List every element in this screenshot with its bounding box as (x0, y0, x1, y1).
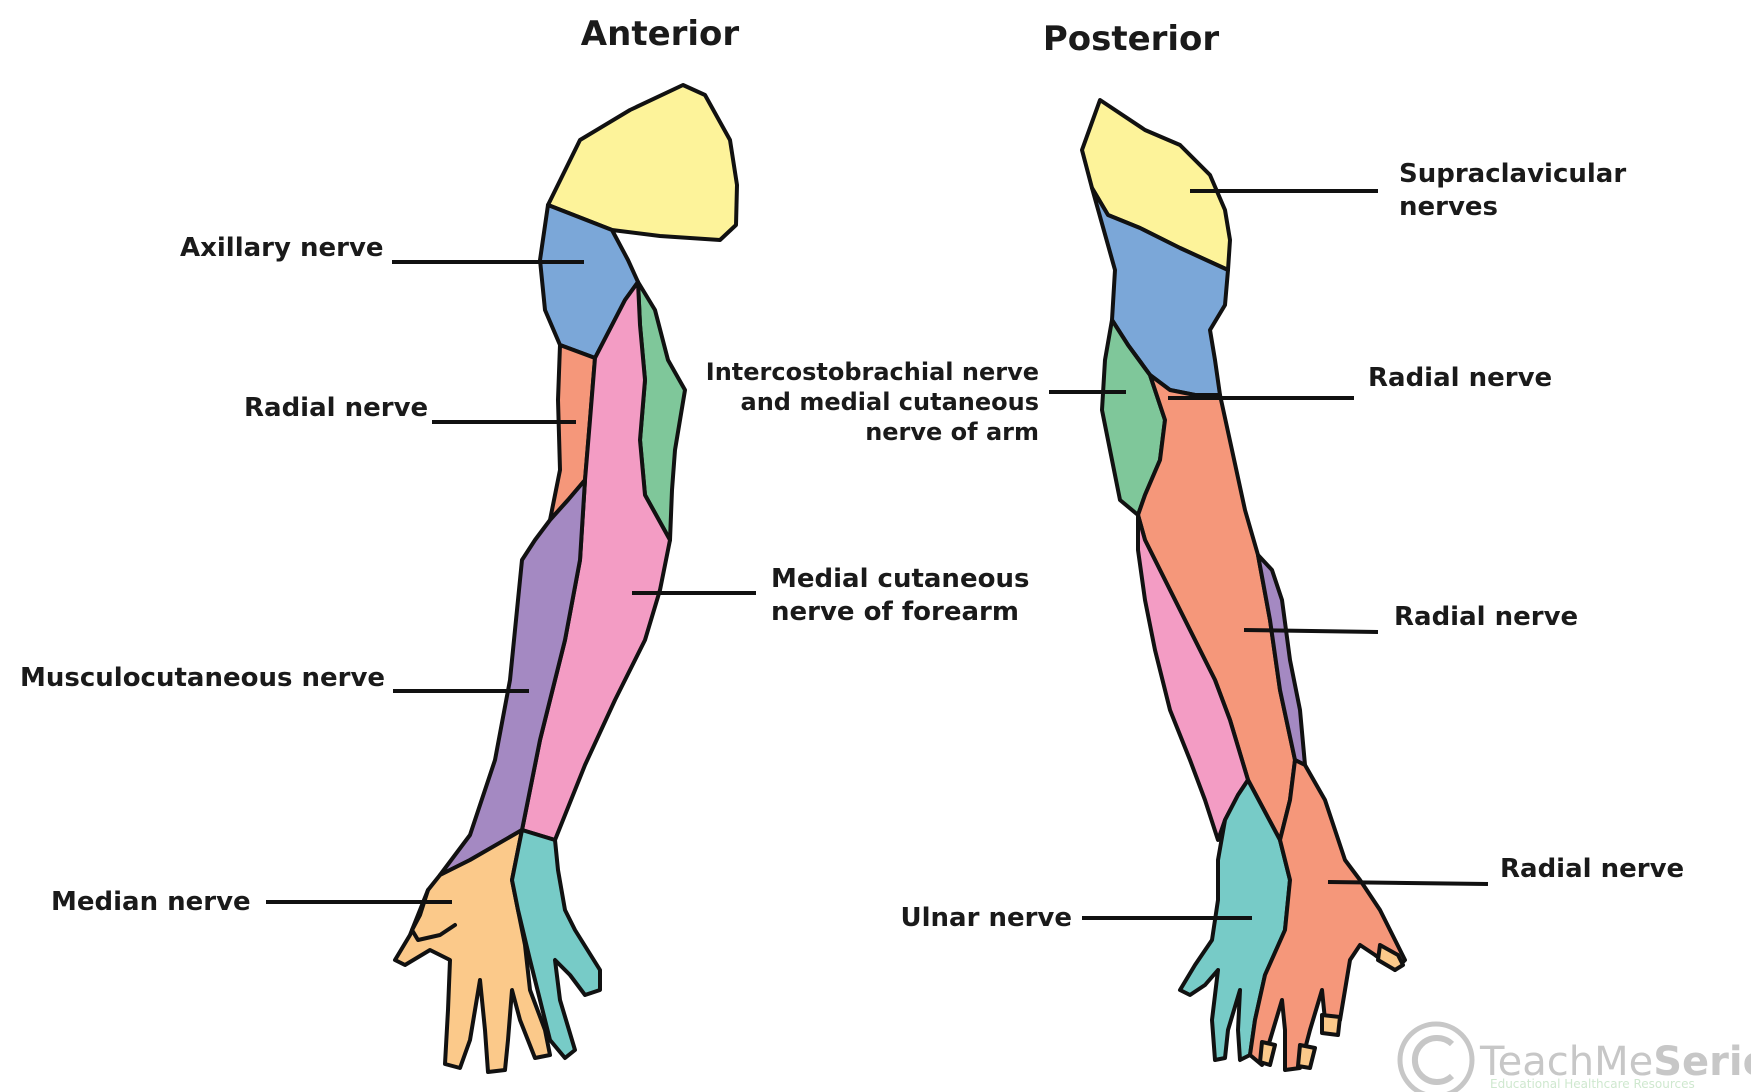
anterior-region-ulnar (510, 828, 602, 1060)
leader-radial-nerve-posterior-hand (1327, 880, 1489, 886)
heading-posterior: Posterior (1043, 19, 1220, 59)
copyright-c-icon (1411, 1035, 1455, 1085)
anterior-region-supraclavicular (546, 83, 739, 242)
anterior-thumb-outline (410, 888, 457, 942)
label-median-nerve: Median nerve (51, 887, 251, 917)
posterior-region-thumb-tip (1376, 943, 1405, 972)
label-radial-nerve-posterior-middle: Radial nerve (1394, 602, 1578, 632)
label-radial-nerve-anterior: Radial nerve (244, 393, 428, 423)
label-radial-nerve-posterior-upper: Radial nerve (1368, 363, 1552, 393)
watermark-brand: TeachMeSeries (1479, 1039, 1751, 1085)
anterior-region-medial-cutaneous-forearm (520, 280, 672, 842)
label-supraclavicular-1: Supraclavicular (1399, 159, 1626, 189)
watermark-tagline: Educational Healthcare Resources (1490, 1077, 1695, 1091)
label-medial-cutaneous-forearm-2: nerve of forearm (771, 597, 1019, 627)
heading-anterior: Anterior (581, 14, 740, 54)
label-intercostobrachial-2: and medial cutaneous (741, 388, 1040, 416)
anterior-arm (393, 83, 739, 1074)
label-intercostobrachial-1: Intercostobrachial nerve (706, 358, 1039, 386)
label-axillary-nerve: Axillary nerve (180, 233, 384, 263)
posterior-region-musculocutaneous (1256, 553, 1307, 767)
label-musculocutaneous-nerve: Musculocutaneous nerve (20, 663, 385, 693)
copyright-circle-icon (1397, 1021, 1475, 1092)
label-medial-cutaneous-forearm-1: Medial cutaneous (771, 564, 1029, 594)
posterior-arm (1080, 98, 1407, 1072)
label-ulnar-nerve: Ulnar nerve (900, 903, 1072, 933)
anterior-region-median (393, 828, 552, 1074)
teachme-watermark: TeachMeSeries Educational Healthcare Res… (1397, 1021, 1751, 1092)
posterior-region-median-tips (1258, 1013, 1342, 1070)
label-intercostobrachial-3: nerve of arm (865, 418, 1039, 446)
leader-radial-nerve-posterior-middle (1243, 628, 1379, 634)
label-supraclavicular-2: nerves (1399, 192, 1498, 222)
label-radial-nerve-posterior-hand: Radial nerve (1500, 854, 1684, 884)
